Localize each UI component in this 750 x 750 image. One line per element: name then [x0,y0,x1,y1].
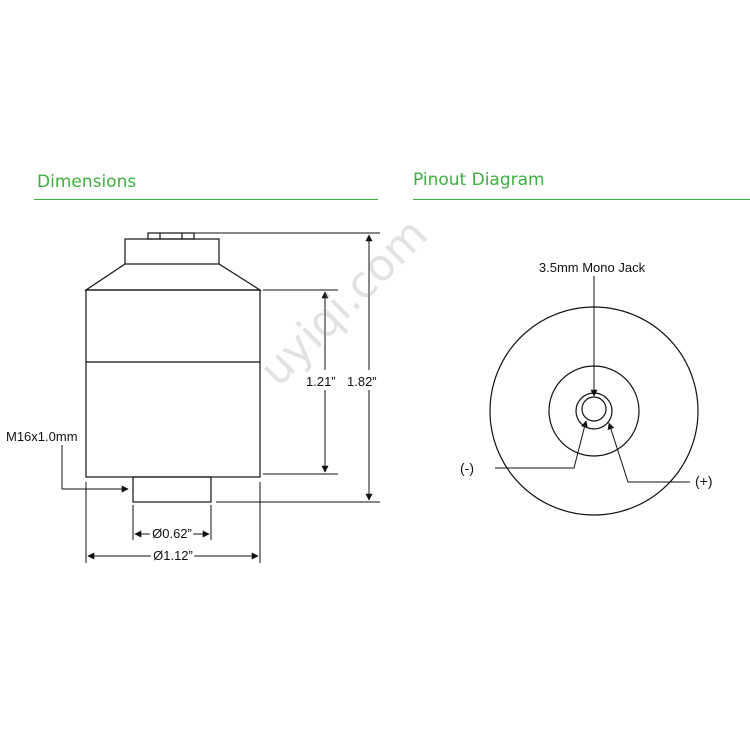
jack-inner-ring [581,396,607,422]
negative-leader-line [495,420,588,469]
pinout-title-underline [413,199,750,200]
dimensions-title: Dimensions [37,172,137,192]
height-label-background [303,370,381,390]
dimensions-title-underline [34,199,378,200]
height-mid-label: 1.21” [306,374,336,389]
thread-leader-line [61,445,129,493]
dimension-lines [61,234,373,560]
sensor-top-nub [147,232,195,240]
sensor-body-drawing [84,232,263,503]
thread-label: M16x1.0mm [6,429,78,444]
pinout-leaders [495,276,690,483]
dia-small-label: Ø0.62” [152,526,192,541]
extension-lines [85,232,380,563]
positive-leader-line [607,422,690,483]
sensor-shoulder [84,263,263,291]
dia-large-label: Ø1.12” [153,548,193,563]
jack-outer-ring [575,392,613,430]
pinout-title: Pinout Diagram [413,170,545,190]
jack-label: 3.5mm Mono Jack [539,260,646,275]
sensor-threaded-stem [132,476,212,503]
positive-label: (+) [695,473,713,489]
sensor-top-cap [124,238,220,265]
sensor-body [85,289,261,478]
negative-label: (-) [460,460,474,476]
height-total-label: 1.82” [347,374,377,389]
